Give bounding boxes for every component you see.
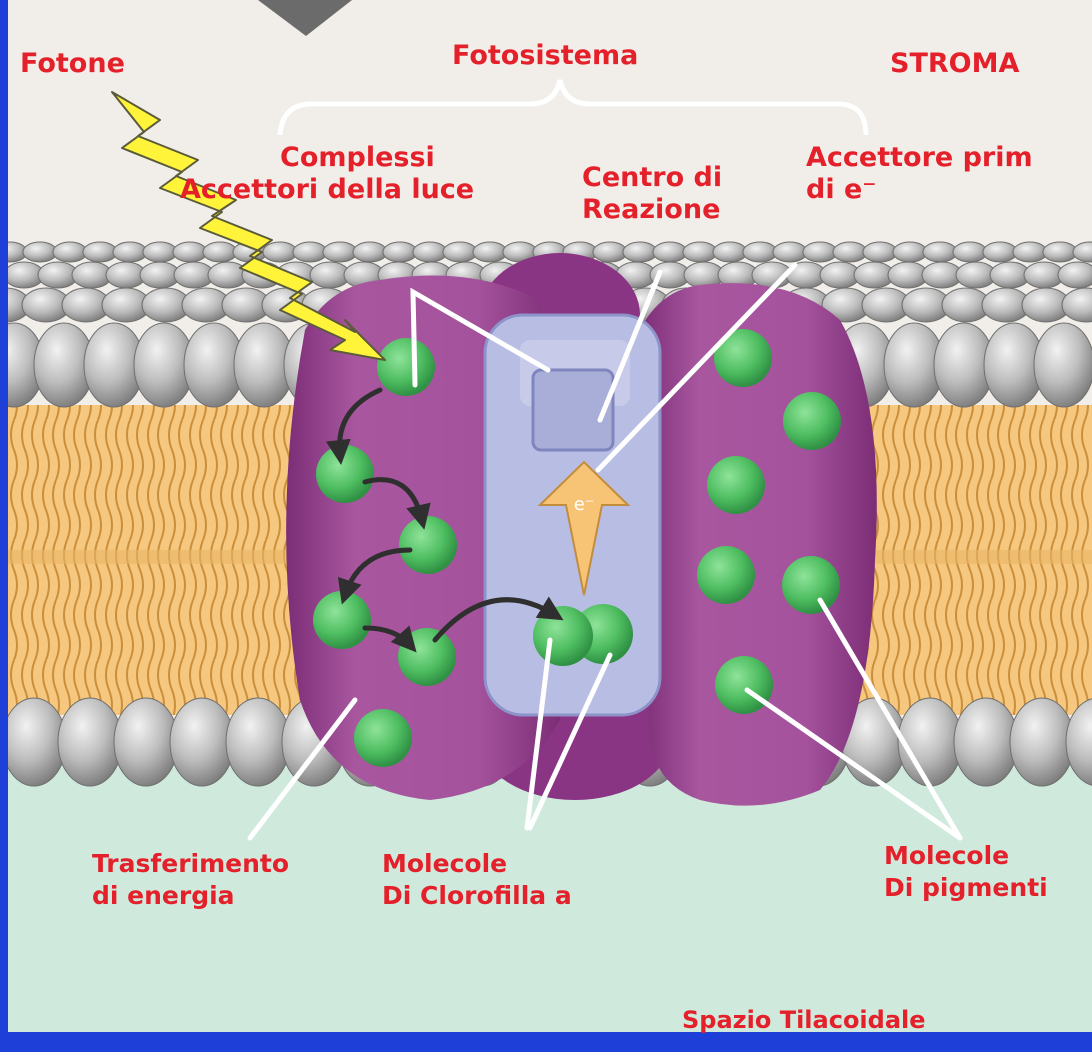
spazio-tilacoidale-label: Spazio Tilacoidale — [682, 1004, 926, 1036]
lipid-head — [898, 698, 962, 786]
lipid-head — [226, 698, 290, 786]
frame-bottom — [0, 1032, 1092, 1052]
lipid-head — [114, 698, 178, 786]
lipid-head — [23, 242, 57, 262]
lipid-head — [803, 242, 837, 262]
pigment-molecule — [782, 556, 840, 614]
lipid-head — [954, 698, 1018, 786]
lipid-head — [413, 242, 447, 262]
lipid-head — [323, 242, 357, 262]
complessi-line2: Accettori della luce — [180, 174, 474, 206]
pigmenti-label: Molecole Di pigmenti — [884, 840, 1048, 904]
lipid-head — [683, 242, 717, 262]
primary-acceptor-box — [533, 370, 613, 450]
accettore-line1: Accettore prim — [806, 142, 1033, 174]
lipid-head — [833, 242, 867, 262]
pigment-molecule — [697, 546, 755, 604]
pigment-molecule — [715, 656, 773, 714]
lipid-head — [2, 698, 66, 786]
lipid-head — [653, 242, 687, 262]
trasferimento-label: Trasferimento di energia — [92, 848, 289, 912]
fotosistema-label: Fotosistema — [452, 40, 638, 72]
lipid-head — [383, 242, 417, 262]
lipid-head — [170, 698, 234, 786]
trasferimento-line2: di energia — [92, 880, 289, 912]
complessi-label: Complessi Accettori della luce — [180, 142, 474, 206]
centro-line2: Reazione — [582, 194, 722, 226]
pigment-molecule — [399, 516, 457, 574]
lipid-head — [1043, 242, 1077, 262]
lipid-head — [923, 242, 957, 262]
lipid-head — [713, 242, 747, 262]
pigmenti-line2: Di pigmenti — [884, 872, 1048, 904]
pigment-molecule — [354, 709, 412, 767]
lipid-head — [1058, 262, 1092, 288]
clorofilla-line1: Molecole — [382, 848, 572, 880]
centro-line1: Centro di — [582, 162, 722, 194]
lipid-head — [593, 242, 627, 262]
stroma-label: STROMA — [890, 48, 1019, 80]
lipid-head — [58, 698, 122, 786]
clorofilla-label: Molecole Di Clorofilla a — [382, 848, 572, 912]
pigment-molecule — [316, 445, 374, 503]
lipid-head — [863, 242, 897, 262]
lipid-head — [293, 242, 327, 262]
lipid-head — [743, 242, 777, 262]
lipid-head — [263, 242, 297, 262]
lipid-head — [893, 242, 927, 262]
lipid-head — [983, 242, 1017, 262]
lipid-head — [773, 242, 807, 262]
lipid-head — [143, 242, 177, 262]
lipid-head — [953, 242, 987, 262]
chlorophyll-a-molecule — [533, 606, 593, 666]
lipid-head — [1013, 242, 1047, 262]
lipid-head — [353, 242, 387, 262]
fotone-label: Fotone — [20, 48, 125, 80]
lipid-head — [53, 242, 87, 262]
lipid-head — [623, 242, 657, 262]
pigment-molecule — [313, 591, 371, 649]
lipid-head — [113, 242, 147, 262]
complessi-line1: Complessi — [280, 142, 474, 174]
lipid-head — [173, 242, 207, 262]
trasferimento-line1: Trasferimento — [92, 848, 289, 880]
lipid-head — [1010, 698, 1074, 786]
pigment-molecule — [707, 456, 765, 514]
pigmenti-line1: Molecole — [884, 840, 1048, 872]
frame-left — [0, 0, 8, 1052]
pigment-molecule — [398, 628, 456, 686]
pigment-molecule — [783, 392, 841, 450]
pigment-molecule — [377, 338, 435, 396]
lipid-head — [83, 242, 117, 262]
centro-label: Centro di Reazione — [582, 162, 722, 226]
accettore-line2: di e⁻ — [806, 174, 1033, 206]
lipid-head — [443, 242, 477, 262]
lipid-head — [1034, 323, 1092, 407]
electron-symbol: e⁻ — [574, 494, 595, 515]
lipid-head — [203, 242, 237, 262]
lipid-head — [473, 242, 507, 262]
clorofilla-line2: Di Clorofilla a — [382, 880, 572, 912]
accettore-label: Accettore prim di e⁻ — [806, 142, 1033, 206]
